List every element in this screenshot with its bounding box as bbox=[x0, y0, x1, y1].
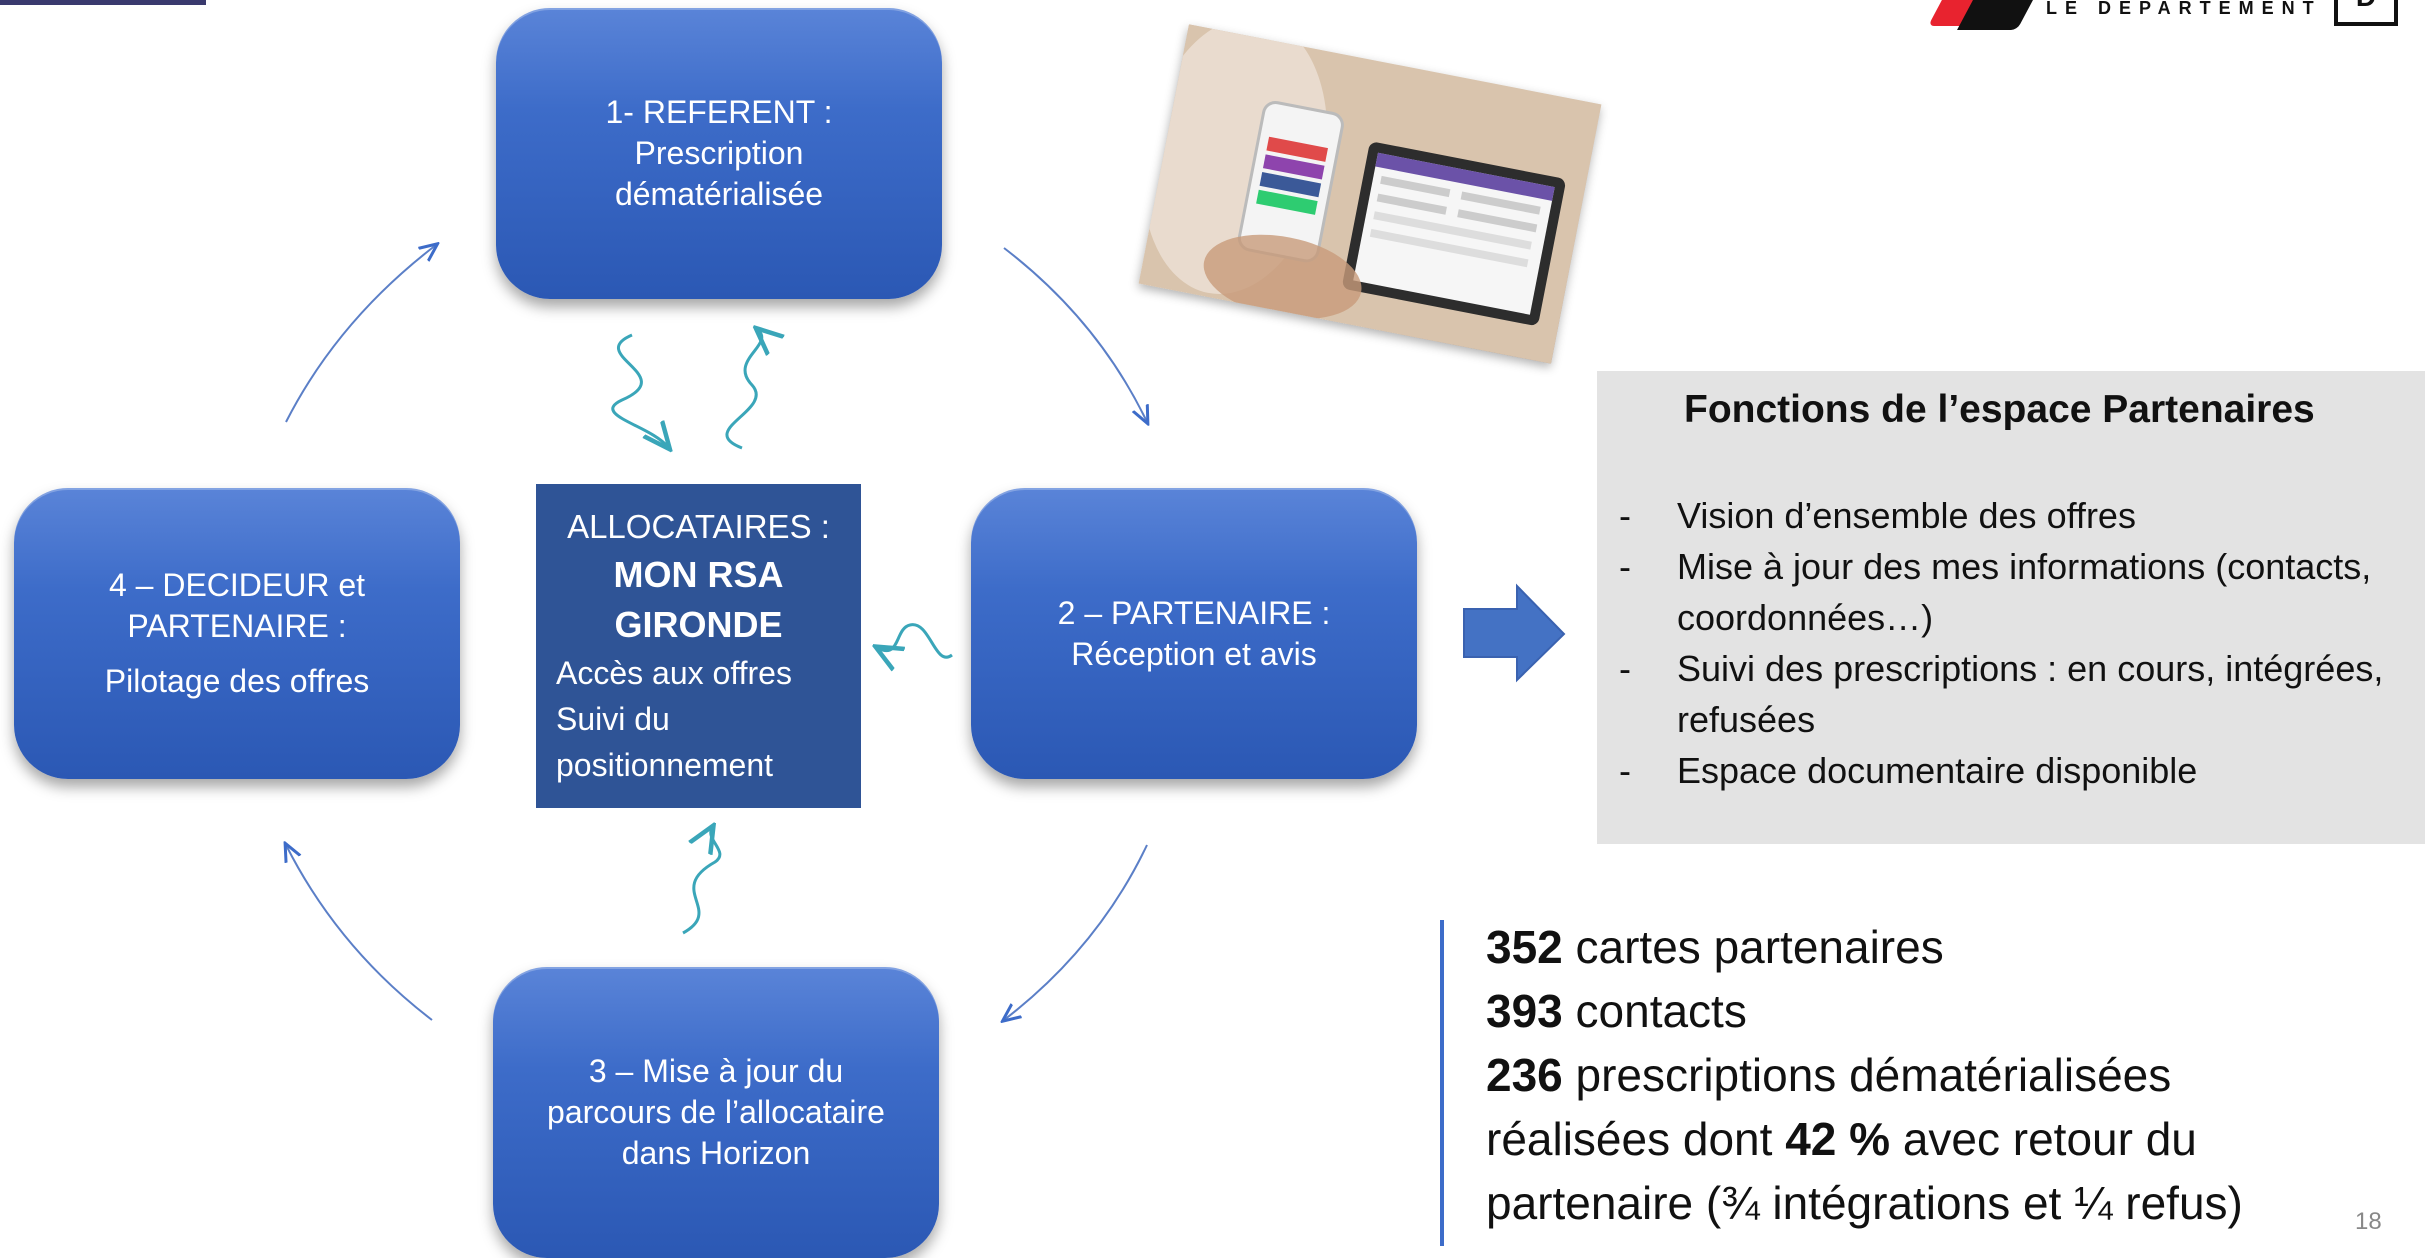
stat-cards: 352 cartes partenaires bbox=[1486, 921, 1944, 973]
step-1-line2: Prescription bbox=[634, 135, 804, 171]
arrow-2-to-3 bbox=[1004, 844, 1148, 1020]
step-3-line2: parcours de l’allocataire bbox=[547, 1094, 885, 1130]
list-item: -Espace documentaire disponible bbox=[1597, 745, 2397, 796]
block-arrow-right bbox=[1463, 583, 1566, 683]
stats-divider bbox=[1440, 920, 1444, 1246]
logo-letter-box: D bbox=[2334, 0, 2398, 26]
step-1-title: 1- REFERENT : bbox=[605, 94, 833, 130]
step-2-title: 2 – PARTENAIRE : bbox=[1057, 594, 1331, 631]
top-accent-bar bbox=[0, 0, 206, 5]
center-line-1: Accès aux offres bbox=[556, 655, 792, 691]
wavy-arrow-left bbox=[878, 623, 953, 658]
step-4-decideur-box: 4 – DECIDEUR et PARTENAIRE : Pilotage de… bbox=[14, 488, 460, 779]
step-4-line1: 4 – DECIDEUR et bbox=[108, 567, 366, 603]
center-line-2: Suivi du bbox=[556, 701, 670, 737]
panel-list: -Vision d’ensemble des offres -Mise à jo… bbox=[1597, 490, 2397, 796]
center-heading: ALLOCATAIRES : bbox=[567, 508, 830, 545]
step-2-partenaire-box: 2 – PARTENAIRE : Réception et avis bbox=[971, 488, 1417, 779]
stat-contacts: 393 contacts bbox=[1486, 985, 1747, 1037]
step-4-line2: PARTENAIRE : bbox=[127, 608, 347, 644]
stat-return-rate: réalisées dont 42 % avec retour du bbox=[1486, 1113, 2197, 1165]
stats-block: 352 cartes partenaires 393 contacts 236 … bbox=[1486, 915, 2243, 1235]
step-1-referent-box: 1- REFERENT : Prescription dématérialisé… bbox=[496, 8, 942, 299]
step-4-line3: Pilotage des offres bbox=[104, 663, 370, 699]
center-bold-2: GIRONDE bbox=[614, 604, 783, 645]
devices-illustration bbox=[1138, 24, 1602, 364]
list-item: -Vision d’ensemble des offres bbox=[1597, 490, 2397, 541]
photo-phone-tablet bbox=[1138, 24, 1602, 364]
stat-prescriptions: 236 prescriptions dématérialisées bbox=[1486, 1049, 2172, 1101]
list-bullet: - bbox=[1619, 750, 1631, 791]
wavy-arrow-bottom bbox=[682, 828, 722, 935]
logo-text: LE DÉPARTEMENT bbox=[2046, 0, 2322, 18]
list-bullet: - bbox=[1619, 495, 1631, 536]
arrow-4-to-1 bbox=[285, 245, 436, 423]
page-number: 18 bbox=[2355, 1208, 2382, 1235]
list-item: -Mise à jour des mes informations (conta… bbox=[1597, 541, 2397, 643]
step-3-line1: 3 – Mise à jour du bbox=[588, 1053, 844, 1089]
step-2-line2: Réception et avis bbox=[1071, 635, 1317, 672]
arrow-1-to-2 bbox=[1003, 247, 1147, 422]
step-1-line3: dématérialisée bbox=[614, 176, 824, 212]
list-bullet: - bbox=[1619, 546, 1631, 587]
center-allocataires-box: ALLOCATAIRES : MON RSA GIRONDE Accès aux… bbox=[536, 484, 861, 808]
step-3-horizon-box: 3 – Mise à jour du parcours de l’allocat… bbox=[493, 967, 939, 1258]
center-bold-1: MON RSA bbox=[613, 554, 784, 595]
list-item: -Suivi des prescriptions : en cours, int… bbox=[1597, 643, 2397, 745]
panel-title: Fonctions de l’espace Partenaires bbox=[1684, 388, 2315, 431]
partner-functions-panel bbox=[1597, 371, 2425, 844]
step-3-line3: dans Horizon bbox=[621, 1135, 811, 1171]
arrow-3-to-4 bbox=[286, 845, 433, 1021]
stat-breakdown: partenaire (¾ intégrations et ¼ refus) bbox=[1486, 1177, 2243, 1229]
wavy-arrow-up bbox=[725, 330, 762, 450]
center-line-3: positionnement bbox=[556, 747, 774, 783]
list-bullet: - bbox=[1619, 648, 1631, 689]
wavy-arrow-down bbox=[611, 333, 668, 447]
